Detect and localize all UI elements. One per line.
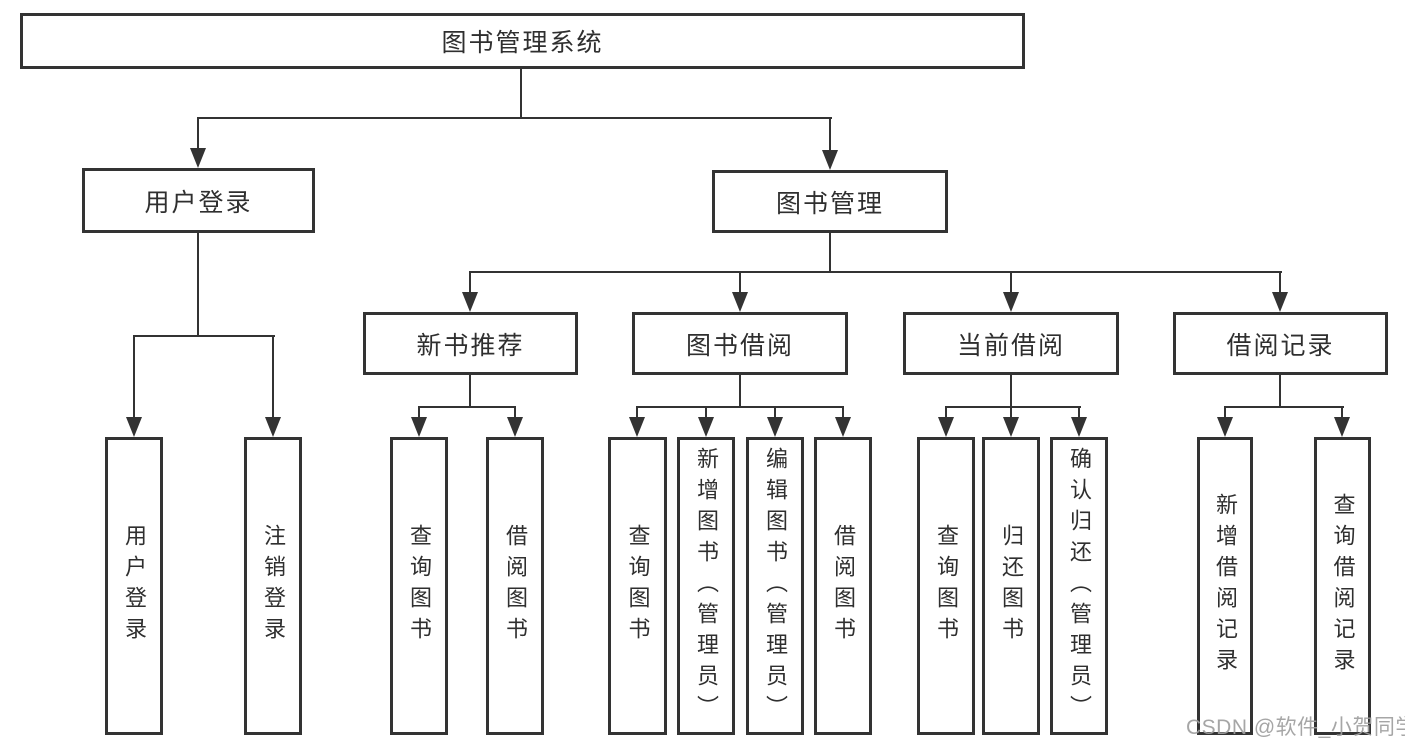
connector-line — [774, 406, 776, 417]
arrowhead-down-icon — [698, 417, 714, 437]
arrowhead-down-icon — [507, 417, 523, 437]
leaf-edit-book-admin: 编辑图书（管理员） — [746, 437, 804, 735]
node-new-book-recommend: 新书推荐 — [363, 312, 578, 375]
connector-line — [133, 335, 275, 337]
node-user-login-label: 用户登录 — [144, 188, 253, 217]
node-root: 图书管理系统 — [20, 13, 1025, 69]
node-book-borrowing: 图书借阅 — [632, 312, 848, 375]
leaf-user-login: 用户登录 — [105, 437, 163, 735]
leaf-query-books-1-label: 查询图书 — [407, 524, 432, 648]
leaf-confirm-return-admin: 确认归还（管理员） — [1050, 437, 1108, 735]
connector-line — [945, 406, 1081, 408]
arrowhead-down-icon — [1272, 292, 1288, 312]
node-book-management: 图书管理 — [712, 170, 948, 233]
arrowhead-down-icon — [265, 417, 281, 437]
leaf-add-book-admin-label: 新增图书（管理员） — [694, 446, 719, 726]
leaf-return-books: 归还图书 — [982, 437, 1040, 735]
leaf-borrow-books-2-label: 借阅图书 — [831, 524, 856, 648]
connector-line — [705, 406, 707, 417]
leaf-logout: 注销登录 — [244, 437, 302, 735]
leaf-query-borrow-record: 查询借阅记录 — [1314, 437, 1371, 735]
connector-line — [1010, 375, 1012, 408]
connector-line — [133, 335, 135, 417]
connector-line — [829, 117, 831, 150]
node-borrowing-records: 借阅记录 — [1173, 312, 1388, 375]
connector-line — [739, 375, 741, 408]
leaf-logout-label: 注销登录 — [261, 524, 286, 648]
leaf-add-book-admin: 新增图书（管理员） — [677, 437, 735, 735]
arrowhead-down-icon — [1003, 292, 1019, 312]
csdn-watermark: CSDN @软件_小贺同学 — [1186, 716, 1405, 739]
arrowhead-down-icon — [1334, 417, 1350, 437]
leaf-query-borrow-record-label: 查询借阅记录 — [1330, 493, 1356, 679]
connector-line — [842, 406, 844, 417]
connector-line — [1078, 406, 1080, 417]
connector-line — [197, 233, 199, 337]
leaf-add-borrow-record: 新增借阅记录 — [1197, 437, 1253, 735]
node-root-label: 图书管理系统 — [441, 29, 604, 57]
node-current-borrowing: 当前借阅 — [903, 312, 1119, 375]
connector-line — [1341, 406, 1343, 417]
connector-line — [197, 117, 199, 148]
arrowhead-down-icon — [822, 150, 838, 170]
leaf-query-books-2: 查询图书 — [608, 437, 667, 735]
leaf-borrow-books-1-label: 借阅图书 — [503, 524, 528, 648]
leaf-edit-book-admin-label: 编辑图书（管理员） — [763, 446, 788, 726]
node-user-login: 用户登录 — [82, 168, 315, 233]
connector-line — [739, 271, 741, 292]
connector-line — [272, 335, 274, 417]
leaf-query-books-3-label: 查询图书 — [934, 524, 959, 648]
connector-line — [418, 406, 420, 417]
connector-line — [514, 406, 516, 417]
connector-line — [945, 406, 947, 417]
connector-line — [520, 69, 522, 118]
leaf-user-login-label: 用户登录 — [122, 524, 147, 648]
connector-line — [418, 406, 516, 408]
arrowhead-down-icon — [126, 417, 142, 437]
connector-line — [469, 271, 471, 292]
arrowhead-down-icon — [411, 417, 427, 437]
leaf-query-books-3: 查询图书 — [917, 437, 975, 735]
arrowhead-down-icon — [835, 417, 851, 437]
arrowhead-down-icon — [732, 292, 748, 312]
node-borrowing-records-label: 借阅记录 — [1226, 331, 1335, 360]
leaf-borrow-books-2: 借阅图书 — [814, 437, 872, 735]
leaf-query-books-2-label: 查询图书 — [625, 524, 651, 648]
node-current-borrowing-label: 当前借阅 — [956, 331, 1065, 360]
node-new-book-recommend-label: 新书推荐 — [416, 331, 525, 360]
arrowhead-down-icon — [462, 292, 478, 312]
connector-line — [1279, 271, 1281, 292]
arrowhead-down-icon — [767, 417, 783, 437]
connector-line — [1010, 271, 1012, 292]
leaf-query-books-1: 查询图书 — [390, 437, 448, 735]
arrowhead-down-icon — [190, 148, 206, 168]
connector-line — [1224, 406, 1226, 417]
connector-line — [636, 406, 844, 408]
leaf-return-books-label: 归还图书 — [999, 524, 1024, 648]
arrowhead-down-icon — [629, 417, 645, 437]
node-book-management-label: 图书管理 — [775, 189, 884, 218]
leaf-borrow-books-1: 借阅图书 — [486, 437, 544, 735]
connector-line — [829, 233, 831, 273]
connector-line — [1224, 406, 1344, 408]
connector-line — [636, 406, 638, 417]
arrowhead-down-icon — [1003, 417, 1019, 437]
arrowhead-down-icon — [1071, 417, 1087, 437]
arrowhead-down-icon — [1217, 417, 1233, 437]
leaf-confirm-return-admin-label: 确认归还（管理员） — [1067, 446, 1092, 726]
node-book-borrowing-label: 图书借阅 — [685, 331, 794, 360]
connector-line — [1279, 375, 1281, 408]
connector-line — [469, 271, 1282, 273]
arrowhead-down-icon — [938, 417, 954, 437]
connector-line — [1010, 406, 1012, 417]
connector-line — [197, 117, 832, 119]
connector-line — [469, 375, 471, 408]
leaf-add-borrow-record-label: 新增借阅记录 — [1213, 493, 1238, 679]
